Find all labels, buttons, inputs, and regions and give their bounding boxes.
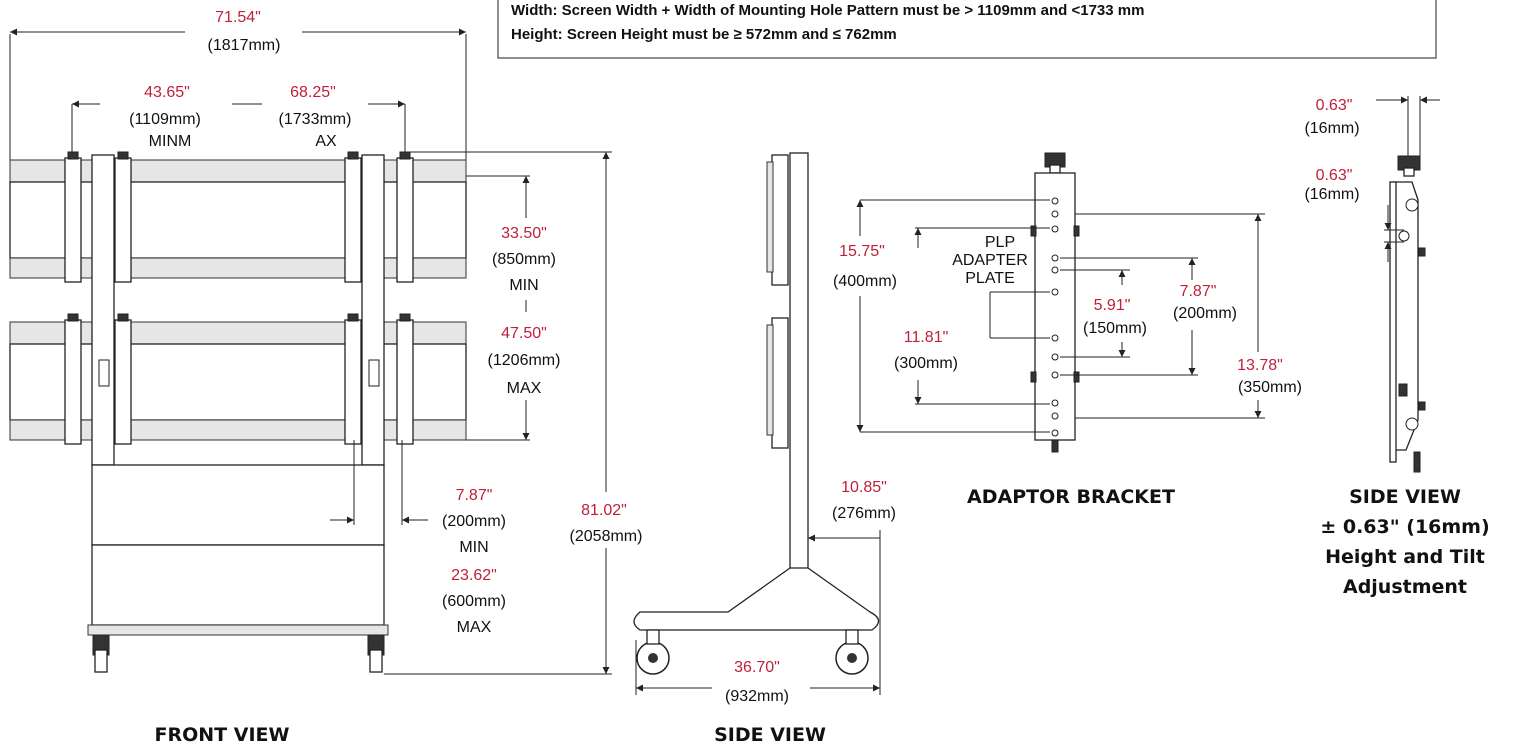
- vesa-min-in: 7.87": [456, 487, 493, 504]
- side-view-title: SIDE VIEW: [714, 724, 826, 746]
- note-width-requirement: Width: Screen Width + Width of Mounting …: [511, 2, 1144, 19]
- adaptor-bracket-title: ADAPTOR BRACKET: [967, 486, 1175, 508]
- detail-title-line1: SIDE VIEW: [1349, 486, 1461, 508]
- adaptor-d5-in: 13.78": [1237, 357, 1283, 374]
- requirements-note-box: Width: Screen Width + Width of Mounting …: [497, 0, 1437, 59]
- adaptor-d5-mm: (350mm): [1238, 379, 1302, 396]
- note-height-requirement: Height: Screen Height must be ≥ 572mm an…: [511, 26, 897, 43]
- adaptor-d4-mm: (200mm): [1173, 305, 1237, 322]
- max-width-mm: (1733mm): [279, 111, 352, 128]
- side-view: 10.85" (276mm) 36.70" (932mm) SIDE VIEW: [633, 152, 896, 746]
- adaptor-d1-in: 15.75": [839, 243, 885, 260]
- detail-mid-mm: (16mm): [1304, 186, 1359, 203]
- vesa-min-mm: (200mm): [442, 513, 506, 530]
- vesa-max-mm: (600mm): [442, 593, 506, 610]
- min-height-label: MIN: [509, 277, 538, 294]
- offset-mm: (276mm): [832, 505, 896, 522]
- detail-title-line4: Adjustment: [1343, 576, 1467, 598]
- detail-title-line3: Height and Tilt: [1325, 546, 1485, 568]
- overall-width-in: 71.54": [215, 9, 261, 26]
- detail-mid-in: 0.63": [1316, 167, 1353, 184]
- plate-label-line1: PLP: [985, 234, 1015, 251]
- plate-label-line2: ADAPTER: [952, 252, 1028, 269]
- plate-label-line3: PLATE: [965, 270, 1015, 287]
- adaptor-bracket: 15.75" (400mm) 11.81" (300mm) PLP ADAPTE…: [833, 152, 1302, 508]
- max-height-in: 47.50": [501, 325, 547, 342]
- adaptor-d2-mm: (300mm): [894, 355, 958, 372]
- vesa-max-in: 23.62": [451, 567, 497, 584]
- offset-in: 10.85": [841, 479, 887, 496]
- max-width-label: AX: [315, 133, 337, 150]
- max-height-label: MAX: [507, 380, 542, 397]
- detail-top-in: 0.63": [1316, 97, 1353, 114]
- min-width-in: 43.65": [144, 84, 190, 101]
- front-view: 71.54" (1817mm) 43.65" (1109mm) MINM 68.…: [9, 9, 643, 746]
- display-bracket: [64, 151, 414, 445]
- adaptor-d1-mm: (400mm): [833, 273, 897, 290]
- adaptor-d3-mm: (150mm): [1083, 320, 1147, 337]
- side-detail-view: 0.63" (16mm) 0.63" (16mm) SIDE VIEW ± 0.…: [1304, 96, 1490, 598]
- max-height-mm: (1206mm): [488, 352, 561, 369]
- min-width-label: MINM: [149, 133, 192, 150]
- vesa-max-label: MAX: [457, 619, 492, 636]
- base-depth-in: 36.70": [734, 659, 780, 676]
- detail-title-line2: ± 0.63" (16mm): [1320, 516, 1489, 538]
- min-width-mm: (1109mm): [129, 111, 201, 128]
- adaptor-d3-in: 5.91": [1094, 297, 1131, 314]
- max-width-in: 68.25": [290, 84, 336, 101]
- detail-top-mm: (16mm): [1304, 120, 1359, 137]
- min-height-mm: (850mm): [492, 251, 556, 268]
- adaptor-d4-in: 7.87": [1180, 283, 1217, 300]
- vesa-min-label: MIN: [459, 539, 488, 556]
- front-view-title: FRONT VIEW: [155, 724, 290, 746]
- adaptor-d2-in: 11.81": [904, 329, 949, 346]
- base-depth-mm: (932mm): [725, 688, 789, 705]
- overall-height-mm: (2058mm): [570, 528, 643, 545]
- overall-width-mm: (1817mm): [208, 37, 281, 54]
- min-height-in: 33.50": [501, 225, 547, 242]
- overall-height-in: 81.02": [581, 502, 627, 519]
